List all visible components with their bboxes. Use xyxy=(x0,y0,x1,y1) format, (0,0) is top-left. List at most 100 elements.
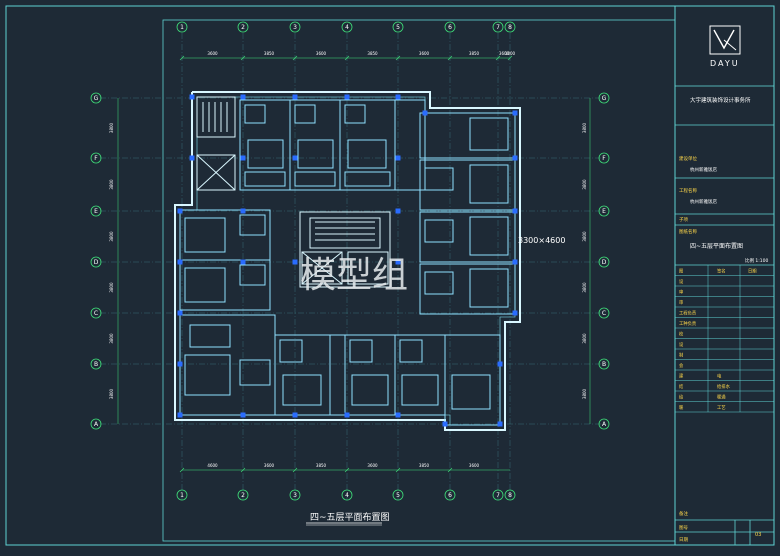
sheet-number: 03 xyxy=(755,532,761,538)
grid-bubble xyxy=(392,21,404,33)
dim-left-label: 3800 xyxy=(109,333,114,344)
dim-top-label: 3600 xyxy=(419,51,430,56)
structural-column xyxy=(512,310,518,316)
central-core xyxy=(299,211,391,288)
firm-name: 大宇建筑装饰设计事务所 xyxy=(690,96,751,104)
dim-right-label: 3800 xyxy=(582,179,587,190)
structural-column xyxy=(395,94,401,100)
dim-tick xyxy=(507,55,513,61)
dim-bottom-label: 3600 xyxy=(469,463,480,468)
dim-tick xyxy=(495,55,501,61)
sign-cell: 工艺 xyxy=(717,405,726,411)
grid-row-label: A xyxy=(94,421,99,428)
structural-column xyxy=(512,155,518,161)
grid-bubble xyxy=(90,256,102,268)
grid-bubble xyxy=(598,205,610,217)
left-guest-rooms xyxy=(179,209,276,416)
dim-top-label: 3850 xyxy=(264,51,275,56)
grid-col-label: 7 xyxy=(496,24,500,31)
structural-column xyxy=(497,421,503,427)
dim-left-label: 3800 xyxy=(109,122,114,133)
structural-column xyxy=(177,208,183,214)
tb-label-client: 建设单位 xyxy=(679,155,697,162)
dim-bottom-label: 3850 xyxy=(316,463,327,468)
grid-bubble xyxy=(90,418,102,430)
structural-column xyxy=(177,310,183,316)
exterior-wall xyxy=(174,91,521,431)
grid-col-label: 3 xyxy=(293,492,297,499)
grid-col-label: 2 xyxy=(241,24,245,31)
grid-bubble xyxy=(289,489,301,501)
sign-cell: 工程负责 xyxy=(679,310,697,317)
grid-row-label: E xyxy=(602,208,606,215)
dim-top-label: 3600 xyxy=(499,51,510,56)
logo-panel xyxy=(674,5,775,87)
tb-label-drawing-name: 图纸名称 xyxy=(679,228,697,235)
dim-bottom-label: 3600 xyxy=(367,463,378,468)
plan-labels: 3300×4600 模型组 四~五层平面布置图 xyxy=(300,236,565,523)
remarks-label: 备注 xyxy=(679,510,688,517)
sheet-label: 图号 xyxy=(679,525,688,531)
grid-col-label: 3 xyxy=(293,24,297,31)
sign-cell: 工种负责 xyxy=(679,320,697,327)
grid-row-label: C xyxy=(94,310,98,317)
grid-bubble xyxy=(598,256,610,268)
grid-bubble xyxy=(598,307,610,319)
sign-cell: 给排水 xyxy=(717,383,731,390)
bottom-guest-rooms xyxy=(274,334,501,426)
structural-column xyxy=(422,110,428,116)
structural-column xyxy=(240,208,246,214)
grid-col-label: 6 xyxy=(448,24,452,31)
structural-column xyxy=(292,155,298,161)
structural-column xyxy=(395,259,401,265)
dim-left-label: 3800 xyxy=(109,388,114,399)
grid-bubble xyxy=(237,21,249,33)
grid-bubble xyxy=(444,21,456,33)
dim-tick xyxy=(292,55,298,61)
dim-tick xyxy=(344,467,350,473)
sign-cell: 设 xyxy=(679,278,684,285)
grid-bubble xyxy=(90,358,102,370)
dim-bottom-label: 3850 xyxy=(419,463,430,468)
grid-row-label: B xyxy=(602,361,606,368)
grid-col-label: 5 xyxy=(396,492,400,499)
sign-cell: 审 xyxy=(679,299,683,306)
sign-cell: 日期 xyxy=(748,269,757,275)
dim-right-label: 3800 xyxy=(582,282,587,293)
grid-row-label: E xyxy=(94,208,98,215)
sign-cell: 签名 xyxy=(717,268,726,275)
grid-row-label: D xyxy=(94,259,99,266)
grid-col-label: 1 xyxy=(180,24,184,31)
watermark-text: 模型组 xyxy=(300,255,408,296)
dim-right-label: 3800 xyxy=(582,333,587,344)
dim-bottom-label: 4600 xyxy=(207,463,218,468)
sign-cell: 暖 xyxy=(679,404,684,411)
grid-row-label: G xyxy=(602,95,607,102)
grid-col-label: 1 xyxy=(180,492,184,499)
dim-top-label: 3600 xyxy=(207,51,218,56)
sign-cell: 会 xyxy=(679,362,684,369)
grid-bubble xyxy=(492,21,504,33)
dim-tick xyxy=(344,55,350,61)
scale-value: 比例 1:100 xyxy=(745,257,769,264)
dim-top-label: 3600 xyxy=(316,51,327,56)
project-value: 杭州新雅饭店 xyxy=(690,198,717,205)
structural-column xyxy=(189,94,195,100)
grid-row-label: F xyxy=(602,155,606,162)
sign-cell: 制 xyxy=(679,352,683,359)
top-guest-rooms xyxy=(239,99,426,191)
sign-cell: 结 xyxy=(679,383,684,390)
dim-top-label: 3850 xyxy=(367,51,378,56)
sign-cell: 校 xyxy=(679,331,684,338)
title-block: DAYU 大宇建筑装饰设计事务所 建设单位 杭州新雅饭店 工程名称 杭州新雅饭店… xyxy=(674,5,775,545)
grid-row-label: G xyxy=(94,95,99,102)
dim-tick xyxy=(179,55,185,61)
grid-col-label: 2 xyxy=(241,492,245,499)
grid-row-label: D xyxy=(602,259,607,266)
stair-core-left xyxy=(196,96,236,191)
sign-cell: 审 xyxy=(679,289,683,296)
structural-column xyxy=(395,412,401,418)
dim-left-label: 3800 xyxy=(109,282,114,293)
grid-row-label: C xyxy=(602,310,606,317)
date-label: 日期 xyxy=(679,537,688,543)
